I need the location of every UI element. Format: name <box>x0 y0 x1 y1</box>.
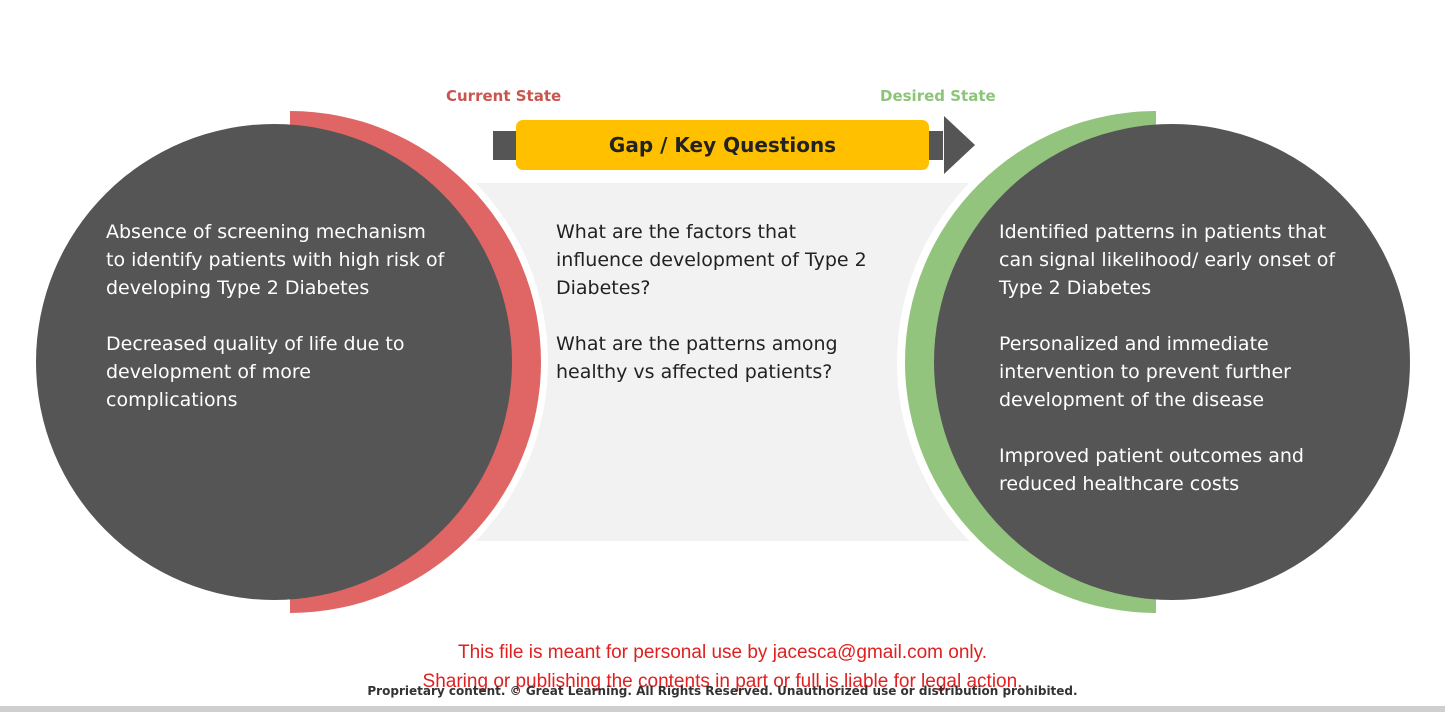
current-point: Decreased quality of life due to develop… <box>106 333 405 411</box>
current-point: Absence of screening mechanism to identi… <box>106 221 445 299</box>
desired-point: Identified patterns in patients that can… <box>999 221 1336 299</box>
usage-notice: This file is meant for personal use by j… <box>0 638 1445 696</box>
usage-notice-line2: Sharing or publishing the contents in pa… <box>422 671 1023 692</box>
footer-copyright: Proprietary content. © Great Learning. A… <box>367 684 1078 698</box>
desired-point: Personalized and immediate intervention … <box>999 333 1291 411</box>
gap-question: What are the patterns among healthy vs a… <box>556 333 838 383</box>
bottom-bar <box>0 706 1445 712</box>
desired-state-points: Identified patterns in patients that can… <box>999 218 1344 526</box>
usage-notice-line1: This file is meant for personal use by j… <box>458 642 987 663</box>
gap-questions: What are the factors that influence deve… <box>556 218 886 414</box>
current-state-label: Current State <box>446 87 562 105</box>
current-state-points: Absence of screening mechanism to identi… <box>106 218 446 442</box>
current-state-circle <box>36 124 512 600</box>
gap-title-box: Gap / Key Questions <box>516 120 929 170</box>
desired-point: Improved patient outcomes and reduced he… <box>999 445 1304 495</box>
arrow-head <box>944 116 975 174</box>
gap-question: What are the factors that influence deve… <box>556 221 867 299</box>
gap-title: Gap / Key Questions <box>608 133 837 157</box>
desired-state-label: Desired State <box>880 87 996 105</box>
desired-state-circle <box>934 124 1410 600</box>
